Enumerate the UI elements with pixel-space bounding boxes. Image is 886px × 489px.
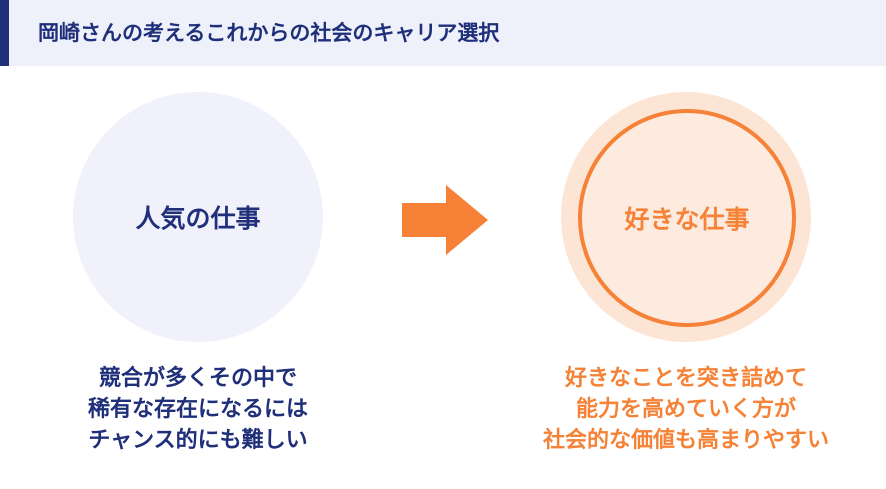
favorite-job-description: 好きなことを突き詰めて 能力を高めていく方が 社会的な価値も高まりやすい: [500, 363, 872, 456]
page-title: 岡崎さんの考えるこれからの社会のキャリア選択: [38, 21, 500, 45]
header-accent-stripe: [0, 0, 9, 66]
favorite-job-circle: 好きな仕事: [578, 109, 796, 327]
popular-job-description: 競合が多くその中で 稀有な存在になるには チャンス的にも難しい: [48, 363, 348, 456]
description-line: 好きなことを突き詰めて: [564, 366, 807, 391]
description-line: 社会的な価値も高まりやすい: [542, 428, 829, 453]
description-line: 能力を高めていく方が: [575, 397, 796, 422]
arrow-right-icon: [402, 185, 488, 255]
description-line: チャンス的にも難しい: [88, 428, 308, 453]
header-bar: 岡崎さんの考えるこれからの社会のキャリア選択: [0, 0, 886, 66]
popular-job-circle: 人気の仕事: [73, 92, 323, 342]
favorite-job-label: 好きな仕事: [624, 205, 750, 234]
description-line: 競合が多くその中で: [98, 366, 297, 391]
popular-job-label: 人気の仕事: [135, 204, 261, 233]
description-line: 稀有な存在になるには: [87, 397, 308, 422]
